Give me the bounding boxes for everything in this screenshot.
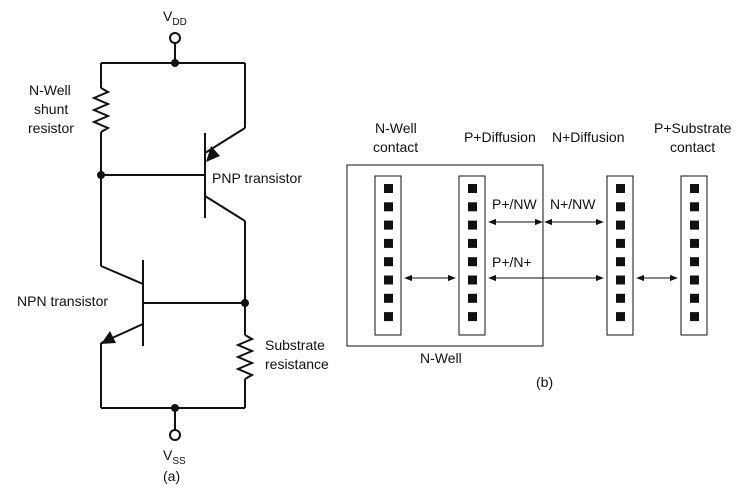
contact-square (616, 257, 625, 267)
vdd-node (171, 59, 179, 67)
contact-square (690, 202, 699, 212)
p-nw-label: P+/NW (492, 196, 538, 212)
n-nw-label: N+/NW (550, 196, 596, 212)
p-substrate-contact-label-1: P+Substrate (654, 120, 732, 136)
contact-square (468, 220, 477, 230)
vdd-label: VDD (163, 8, 187, 28)
npn-label: NPN transistor (17, 293, 108, 309)
contact-square (384, 202, 393, 212)
n-diffusion-squares (616, 184, 625, 322)
contact-square (690, 275, 699, 285)
nwell-contact-label-1: N-Well (375, 120, 417, 136)
pnp-label: PNP transistor (212, 170, 302, 186)
substrate-res-label-1: Substrate (265, 337, 325, 353)
vss-terminal (169, 429, 181, 441)
contact-square (384, 275, 393, 285)
contact-square (690, 293, 699, 303)
p-diffusion-label: P+Diffusion (464, 129, 536, 145)
pnp-collector-lead (204, 195, 246, 222)
contact-square (468, 257, 477, 267)
contact-square (690, 220, 699, 230)
vss-label: VSS (163, 447, 186, 467)
contact-square (384, 257, 393, 267)
nwell-contact-label-2: contact (373, 139, 418, 155)
p-substrate-contact-label-2: contact (670, 139, 715, 155)
nwell-shunt-label-1: N-Well (29, 82, 71, 98)
contact-square (616, 238, 625, 248)
substrate-res-label-2: resistance (265, 356, 329, 372)
contact-square (468, 202, 477, 212)
nwell-outline (346, 164, 544, 347)
contact-square (384, 312, 393, 322)
contact-square (468, 275, 477, 285)
nwell-shunt-resistor (91, 87, 111, 133)
contact-square (616, 312, 625, 322)
nwell-contact-column (374, 175, 402, 336)
contact-square (384, 293, 393, 303)
vdd-sub: DD (172, 17, 186, 28)
contact-square (468, 293, 477, 303)
nwell-label: N-Well (420, 350, 462, 366)
contact-square (468, 238, 477, 248)
contact-square (690, 312, 699, 322)
contact-square (616, 275, 625, 285)
caption-b: (b) (536, 374, 553, 390)
nwell-shunt-label-2: shunt (34, 101, 68, 117)
p-n-label: P+/N+ (492, 254, 532, 270)
nwell-contact-squares (384, 184, 393, 322)
caption-a: (a) (163, 468, 180, 484)
contact-square (468, 184, 477, 193)
n-diffusion-label: N+Diffusion (552, 129, 625, 145)
contact-square (384, 184, 393, 193)
contact-square (616, 293, 625, 303)
n-diffusion-column (606, 175, 634, 336)
layout-b: N-Well contact P+Diffusion N+Diffusion P… (346, 120, 732, 390)
vdd-terminal (169, 32, 181, 44)
contact-square (616, 184, 625, 193)
pnp-emitter-arrow (206, 146, 220, 162)
contact-square (384, 238, 393, 248)
npn-emitter-arrow (101, 331, 116, 344)
contact-square (690, 184, 699, 193)
p-substrate-squares (690, 184, 699, 322)
contact-square (690, 257, 699, 267)
nwell-shunt-label-3: resistor (28, 120, 74, 136)
contact-square (384, 220, 393, 230)
p-diffusion-column (458, 175, 486, 336)
substrate-resistor (235, 334, 255, 380)
vss-main: V (163, 447, 173, 463)
vdd-main: V (163, 8, 173, 24)
npn-collector-lead (100, 265, 144, 285)
contact-square (616, 202, 625, 212)
p-diffusion-squares (468, 184, 477, 322)
vss-sub: SS (172, 456, 186, 467)
contact-square (690, 238, 699, 248)
p-substrate-column (680, 175, 708, 336)
circuit-a: VDD (17, 8, 329, 484)
contact-square (616, 220, 625, 230)
contact-square (468, 312, 477, 322)
